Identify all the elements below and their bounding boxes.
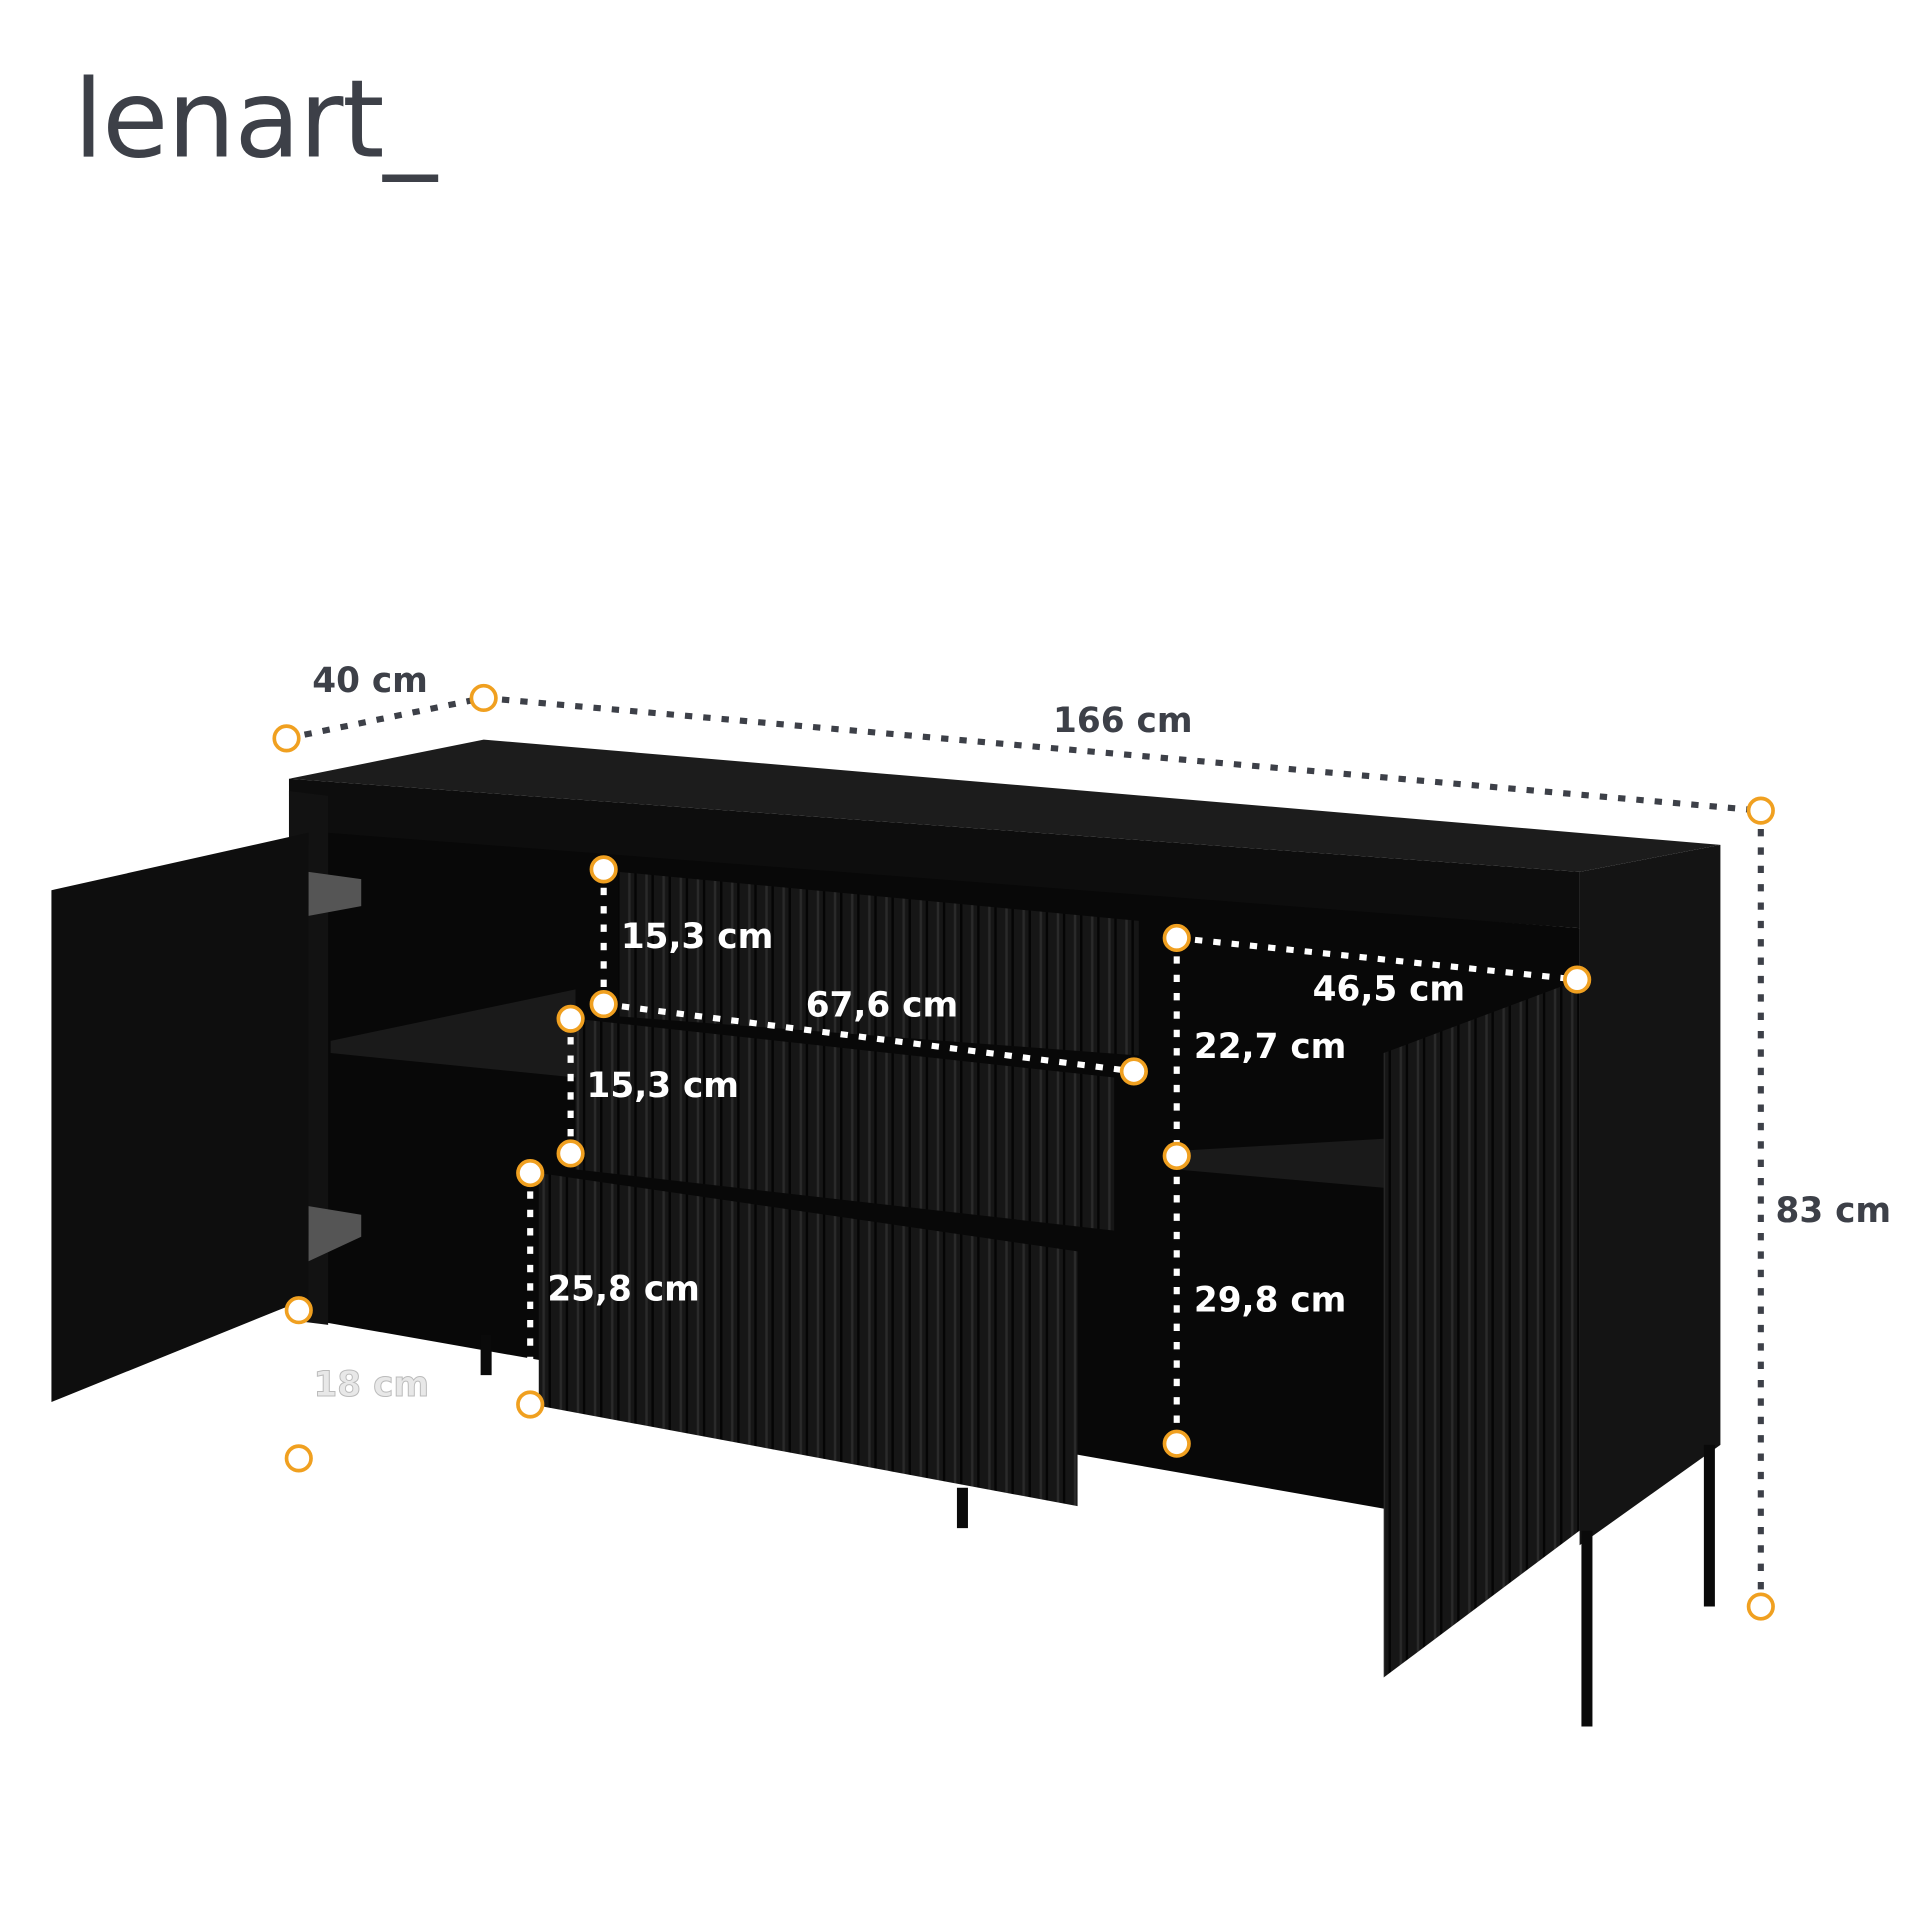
measure-point bbox=[1162, 1429, 1191, 1458]
leg-height-label: 18 cm bbox=[313, 1365, 429, 1405]
middle-drawer-height-label: 15,3 cm bbox=[587, 1066, 740, 1106]
measure-point bbox=[589, 990, 618, 1019]
height-label: 83 cm bbox=[1776, 1191, 1892, 1231]
hinge-icon bbox=[308, 1206, 362, 1262]
left-door bbox=[51, 832, 309, 1403]
measure-point bbox=[469, 683, 498, 713]
measure-point bbox=[1746, 796, 1775, 825]
measure-point bbox=[272, 724, 301, 753]
measure-points bbox=[272, 683, 1775, 1621]
hinge-icon bbox=[308, 871, 362, 916]
measure-point bbox=[556, 1139, 585, 1168]
bottom-drawer-height-label: 25,8 cm bbox=[547, 1269, 700, 1309]
measure-point bbox=[556, 1004, 585, 1033]
brand-logo: lenart_ bbox=[73, 58, 438, 183]
upper-compartment-height-label: 22,7 cm bbox=[1194, 1027, 1346, 1067]
measure-point bbox=[284, 1296, 313, 1325]
measure-point bbox=[516, 1158, 545, 1188]
shelf-left bbox=[330, 989, 576, 1078]
cabinet-side bbox=[1579, 844, 1721, 1546]
measure-point bbox=[589, 855, 618, 884]
measure-point bbox=[284, 1444, 313, 1473]
measure-point bbox=[1162, 923, 1191, 953]
right-door bbox=[1383, 979, 1580, 1678]
bottom-drawer bbox=[538, 1173, 1078, 1507]
compartment-depth-label: 46,5 cm bbox=[1313, 969, 1465, 1009]
drawer-width-label: 67,6 cm bbox=[806, 985, 959, 1025]
measure-point bbox=[1119, 1057, 1148, 1086]
dimension-lines bbox=[285, 694, 1764, 1607]
measure-point bbox=[1563, 965, 1592, 994]
depth-label: 40 cm bbox=[312, 661, 428, 701]
sideboard bbox=[51, 739, 1721, 1727]
top-drawer bbox=[618, 871, 1139, 1056]
middle-drawer bbox=[575, 1018, 1115, 1231]
measure-point bbox=[1746, 1592, 1775, 1621]
measure-point bbox=[1162, 1141, 1191, 1170]
width-label: 166 cm bbox=[1053, 701, 1192, 741]
cabinet-front-band bbox=[288, 778, 1580, 929]
measure-point bbox=[516, 1390, 545, 1419]
top-drawer-height-label: 15,3 cm bbox=[621, 917, 774, 957]
shelf-right bbox=[1175, 1138, 1384, 1188]
dimension-labels: 40 cm 166 cm 83 cm 15,3 cm 67,6 cm 46,5 … bbox=[312, 661, 1892, 1406]
lower-compartment-height-label: 29,8 cm bbox=[1194, 1280, 1346, 1320]
cabinet-top bbox=[288, 739, 1721, 872]
